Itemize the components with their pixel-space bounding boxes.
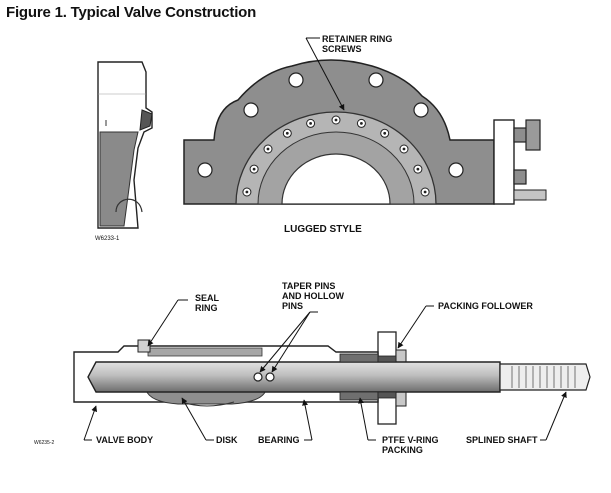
callout-label-line: PTFE V-RING (382, 435, 439, 445)
callout-label-line: PACKING FOLLOWER (438, 301, 533, 311)
retainer-ring-screw-head (334, 118, 338, 122)
callout-label-line: BEARING (258, 435, 300, 445)
callout-label-line: SPLINED SHAFT (466, 435, 538, 445)
lugged-style-caption: LUGGED STYLE (284, 224, 362, 235)
retainer-ring-screw-head (423, 190, 427, 194)
callout-label-line: AND HOLLOW (282, 291, 344, 301)
retainer-ring-screw-head (245, 190, 249, 194)
callout-label-line: RING (195, 303, 218, 313)
retainer-ring-screw-head (285, 131, 289, 135)
bearing-label: BEARING (258, 435, 300, 445)
retainer-ring-screw-head (402, 147, 406, 151)
figure-title: Figure 1. Typical Valve Construction (6, 4, 257, 21)
valve-body-label: VALVE BODY (96, 435, 153, 445)
retainer-ring-screw-head (416, 167, 420, 171)
retainer-ring-screw-circle (242, 115, 430, 197)
packing-follower-label: PACKING FOLLOWER (438, 301, 533, 311)
side-profile-view (97, 61, 153, 229)
disk-callout: DISK (181, 397, 238, 445)
callout-label-line: SEAL (195, 293, 220, 303)
packing-box (493, 119, 547, 205)
splined-shaft-callout: SPLINED SHAFT (466, 391, 567, 445)
callout-label-line: SCREWS (322, 44, 362, 54)
callout-label-line: TAPER PINS (282, 281, 335, 291)
packing-follower-callout: PACKING FOLLOWER (397, 301, 533, 349)
retainer-ring-screw-head (309, 122, 312, 125)
retainer-ring-screw-head (383, 131, 387, 135)
callout-label-line: PINS (282, 301, 303, 311)
valve-section-view (73, 331, 591, 425)
retainer-ring-screw-head (252, 167, 256, 171)
callout-label-line: RETAINER RING (322, 34, 392, 44)
shaft-spline-grooves (511, 366, 576, 388)
bottom-image-code: W6235-2 (34, 440, 55, 446)
retainer-ring-screw-head (360, 122, 363, 125)
bearing-callout: BEARING (258, 399, 313, 445)
callout-label-line: VALVE BODY (96, 435, 153, 445)
top-image-code: W6233-1 (95, 236, 120, 242)
callout-label-line: PACKING (382, 445, 423, 455)
disk-label: DISK (216, 435, 238, 445)
lugged-valve-body (183, 59, 495, 205)
valve-body-callout: VALVE BODY (83, 405, 153, 445)
splined-shaft-label: SPLINED SHAFT (466, 435, 538, 445)
retainer-ring-screw-head (266, 147, 270, 151)
callout-label-line: DISK (216, 435, 238, 445)
